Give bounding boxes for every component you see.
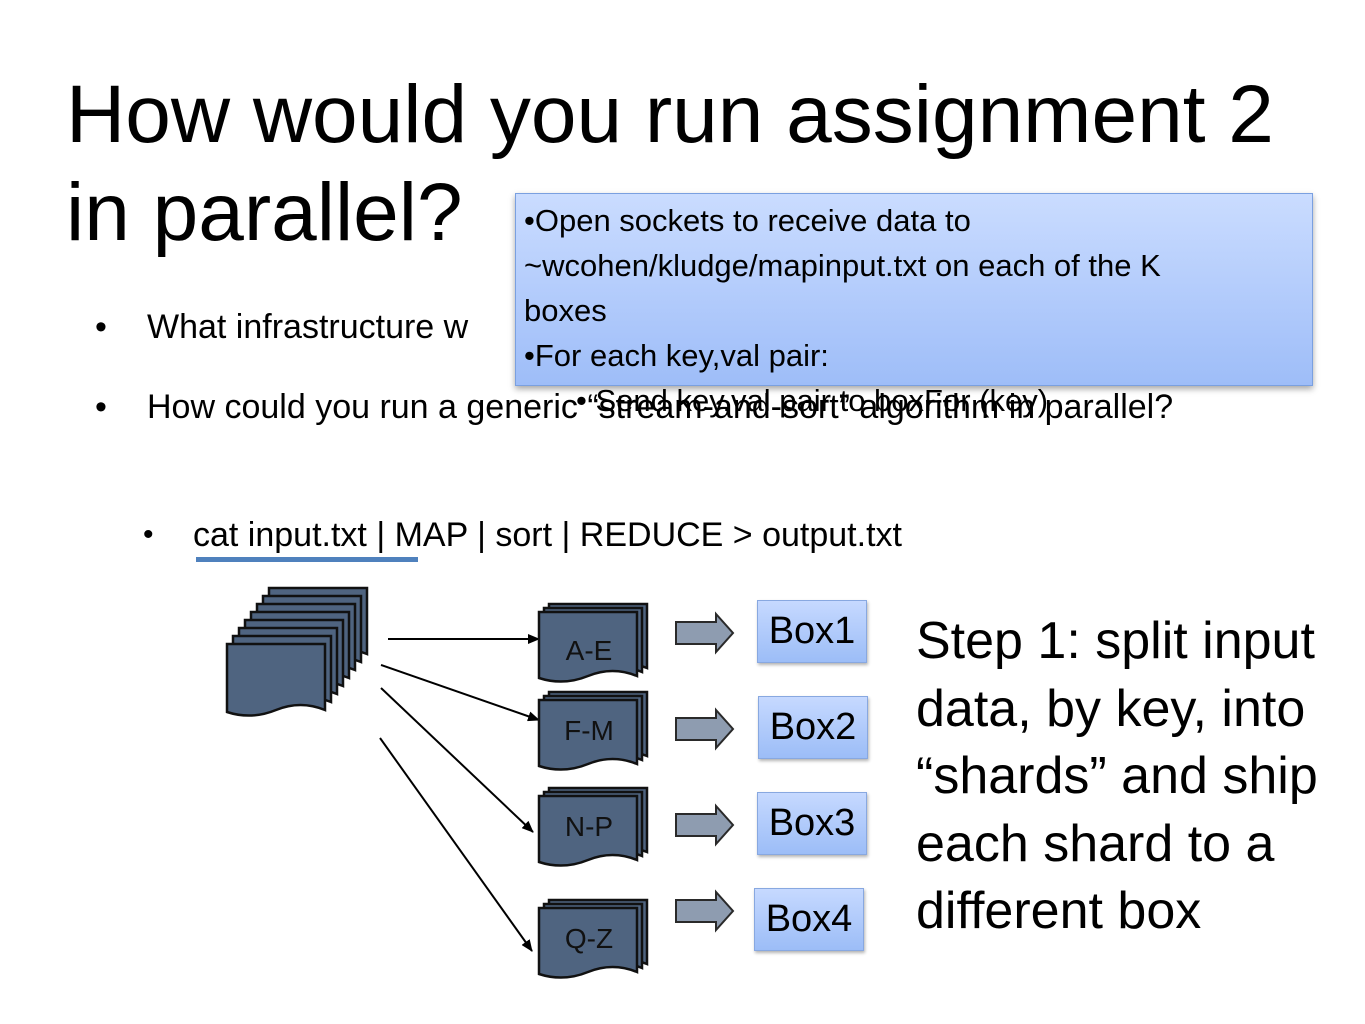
callout-popup: •Open sockets to receive data to ~wcohen… <box>515 193 1313 418</box>
box2: Box2 <box>758 696 868 759</box>
bullet-text: What infrastructure w <box>147 308 469 346</box>
input-data-stack-icon <box>225 586 369 717</box>
bullet-dot: • <box>95 388 107 426</box>
block-arrow-icon <box>675 707 735 751</box>
split-arrows <box>379 634 540 952</box>
bullet-dot: • <box>143 518 154 551</box>
document-sheet <box>537 698 639 771</box>
shard-label-q-z: Q-Z <box>565 923 613 954</box>
step-description: Step 1: split input data, by key, into “… <box>916 612 1318 940</box>
shard-label-n-p: N-P <box>565 811 613 842</box>
block-arrow-icon <box>675 803 735 847</box>
box3: Box3 <box>757 792 867 855</box>
shard-stack-f-m <box>537 690 649 771</box>
popup-line: •Open sockets to receive data to <box>524 203 971 238</box>
bullet-infrastructure: • What infrastructure w <box>95 302 469 352</box>
popup-sub-line: • Send key,val pair to boxFor (key) <box>576 383 1049 418</box>
arrow-to-q-z <box>379 737 533 952</box>
popup-line: boxes <box>524 293 607 328</box>
sub-bullet-pipeline: • cat input.txt | MAP | sort | REDUCE > … <box>143 510 902 560</box>
bullet-dot: • <box>95 308 107 346</box>
slide-title: How would you run assignment 2 in parall… <box>66 69 1274 258</box>
popup-line: ~wcohen/kludge/mapinput.txt on each of t… <box>524 248 1161 283</box>
arrow-to-f-m <box>380 664 540 722</box>
popup-sub-text: Send key,val pair to boxFor (key) <box>595 383 1049 418</box>
pipeline-text: cat input.txt | MAP | sort | REDUCE > ou… <box>193 516 902 554</box>
box4: Box4 <box>754 888 864 951</box>
input-underline <box>196 557 418 562</box>
shard-stack-q-z <box>537 898 649 979</box>
block-arrow-icon <box>675 889 735 933</box>
box1: Box1 <box>757 600 867 663</box>
bullet-stream-and-sort: • How could you run a generic “stream-an… <box>95 382 1207 432</box>
document-sheet <box>537 610 639 683</box>
shard-label-f-m: F-M <box>564 715 614 746</box>
shard-label-a-e: A-E <box>566 635 613 666</box>
document-sheet <box>225 642 327 717</box>
bullet-text: How could you run a generic “stream-and-… <box>147 388 1174 426</box>
document-sheet <box>537 906 639 979</box>
document-sheet <box>537 794 639 867</box>
block-arrow-icon <box>675 611 735 655</box>
arrow-to-n-p <box>380 687 534 833</box>
shard-stack-n-p <box>537 786 649 867</box>
shard-stack-a-e <box>537 602 649 683</box>
popup-line: •For each key,val pair: <box>524 338 829 373</box>
